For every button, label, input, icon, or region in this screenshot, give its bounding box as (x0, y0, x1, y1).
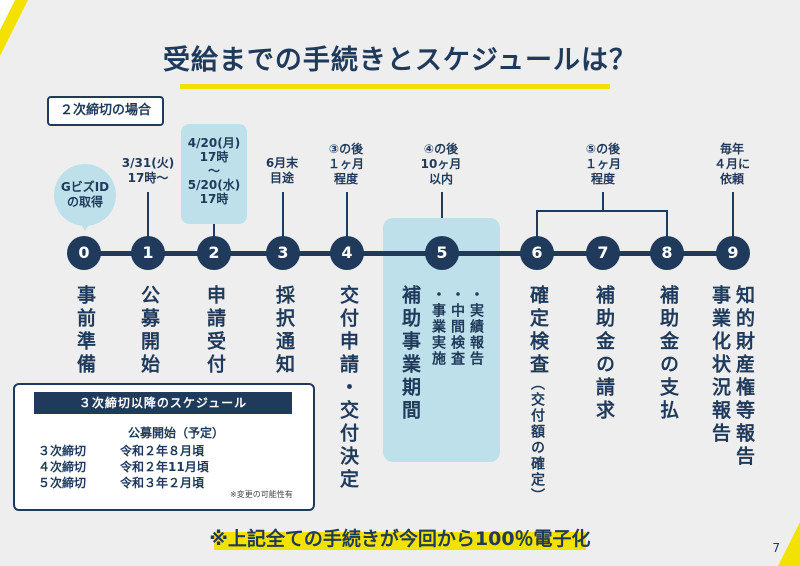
step5-label: 補助事業期間 (399, 285, 421, 423)
step8-label: 補助金の支払 (657, 285, 679, 423)
page-title: 受給までの手続きとスケジュールは？ (162, 45, 638, 76)
timeline (84, 251, 732, 256)
step9-label-2: 事業化状況報告 (709, 285, 731, 446)
title-underline (180, 84, 610, 89)
step2-highlight (181, 124, 247, 224)
later-date-1: 令和２年８月頃 (120, 444, 205, 458)
step0-label: 事前準備 (74, 285, 96, 377)
step6-sub: （交付額の確定） (529, 376, 545, 504)
step-node-0: 0 (67, 236, 101, 270)
tick-9 (732, 192, 734, 250)
step3-date: 6月末 目途 (265, 156, 299, 185)
tick-5 (441, 192, 443, 218)
bracket-left (536, 210, 538, 250)
step2-date: 4/20(月) 17時 ～ 5/20(水) 17時 (187, 136, 241, 206)
case-label: ２次締切の場合 (47, 96, 164, 126)
step-node-3: 3 (266, 236, 300, 270)
bracket-date: ⑤の後 １ヶ月 程度 (584, 142, 621, 186)
bubble-text: GビズID の取得 (60, 180, 110, 209)
later-round-1: ３次締切 (38, 444, 87, 458)
step9-date: 毎年 ４月に 依頼 (713, 142, 750, 186)
later-round-3: ５次締切 (38, 476, 87, 490)
bracket-stem (602, 192, 604, 210)
step2-label: 申請受付 (204, 285, 226, 377)
step-node-9: 9 (716, 236, 750, 270)
step5-item-3: ・事業実施 (430, 287, 446, 367)
step6-label: 確定検査 (527, 285, 549, 377)
step9-label-1: 知的財産権等報告 (733, 285, 755, 469)
step7-label: 補助金の請求 (593, 285, 615, 423)
step4-label: 交付申請・交付決定 (337, 285, 359, 492)
step-node-5: 5 (425, 236, 459, 270)
step1-label: 公募開始 (138, 285, 160, 377)
step5-date: ④の後 10ヶ月 以内 (420, 142, 462, 186)
page-number: 7 (772, 541, 780, 555)
step-node-7: 7 (586, 236, 620, 270)
tick-3 (282, 192, 284, 250)
corner-accent-inner (0, 0, 15, 30)
tick-1 (147, 192, 149, 250)
footer-text: ※上記全ての手続きが今回から100％電子化 (209, 528, 591, 550)
later-round-2: ４次締切 (38, 460, 87, 474)
bracket-right (666, 210, 668, 250)
step-node-1: 1 (131, 236, 165, 270)
gbiz-id-bubble: GビズID の取得 (54, 164, 116, 226)
step3-label: 採択通知 (273, 285, 295, 377)
step-node-6: 6 (520, 236, 554, 270)
corner-accent-bottom (778, 522, 800, 566)
step-node-4: 4 (330, 236, 364, 270)
step-node-8: 8 (650, 236, 684, 270)
later-note: ※変更の可能性有 (230, 490, 293, 499)
later-date-3: 令和３年２月頃 (120, 476, 205, 490)
footer-highlight (214, 532, 586, 550)
step5-item-2: ・中間検査 (449, 287, 465, 367)
later-schedule-heading: ３次締切以降のスケジュール (34, 392, 292, 414)
tick-4 (346, 192, 348, 250)
step4-date: ③の後 １ヶ月 程度 (327, 142, 364, 186)
step5-item-1: ・実績報告 (468, 287, 484, 367)
step1-date: 3/31(火) 17時～ (121, 156, 175, 185)
later-col-header: 公募開始（予定） (128, 426, 225, 440)
bracket-bar (536, 210, 668, 212)
step-node-2: 2 (197, 236, 231, 270)
later-date-2: 令和２年11月頃 (120, 460, 209, 474)
